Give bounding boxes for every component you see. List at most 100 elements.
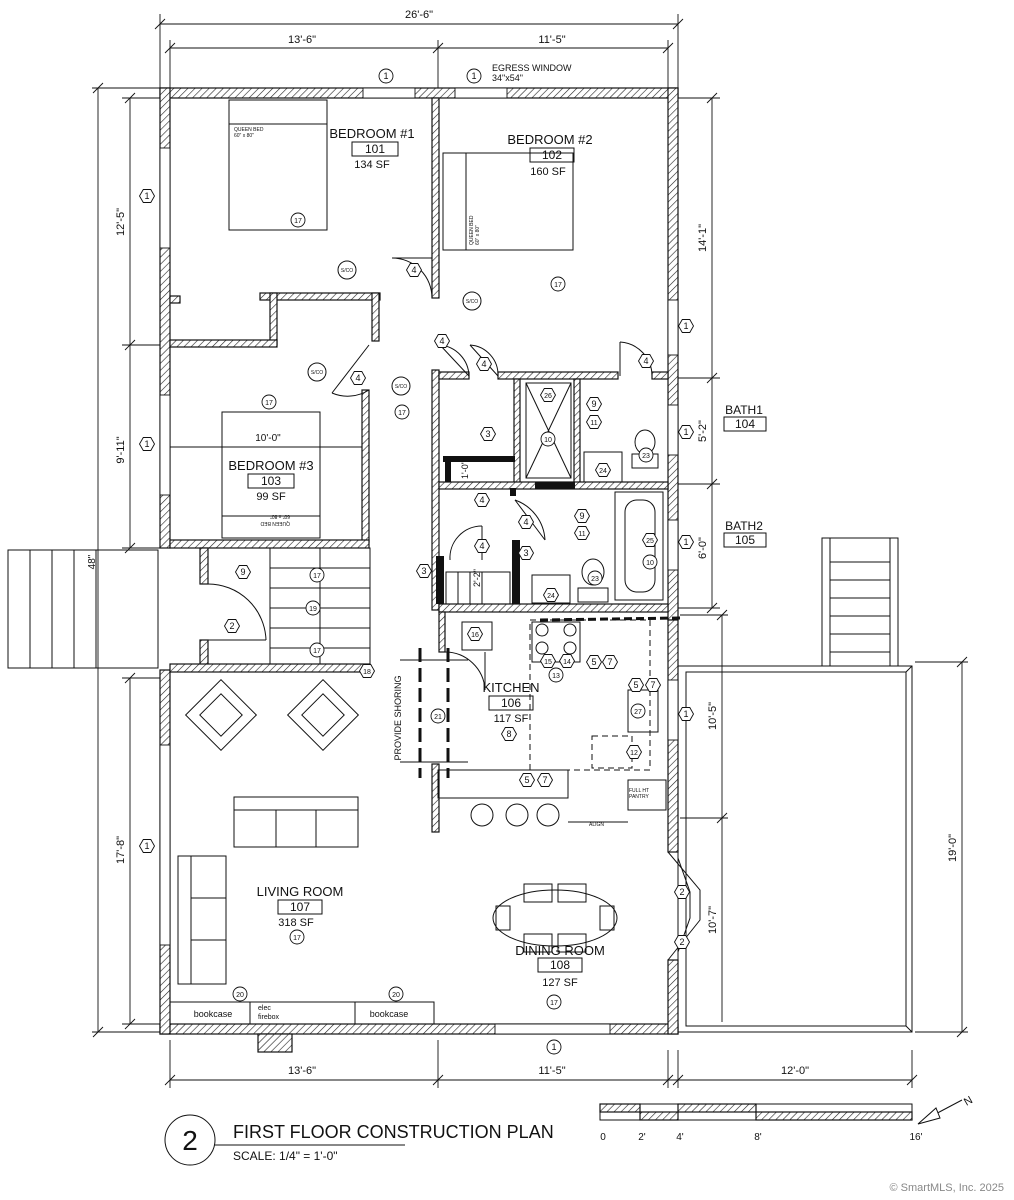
keynote-marker: [573, 526, 591, 540]
dim-bath2-height: 6'-0": [697, 537, 709, 559]
keynote-marker: [517, 546, 535, 560]
smoke-detector: S/CO: [341, 268, 353, 274]
keynote-marker-label: 16: [471, 632, 479, 639]
keynote-marker-label: 5: [591, 657, 596, 667]
bed-size-3: 60" x 80": [270, 513, 290, 519]
keynote-marker: [234, 565, 252, 579]
scale-label-4: 4': [676, 1132, 684, 1143]
keynote-marker: [475, 357, 493, 371]
keynote-marker: [517, 515, 535, 529]
keynote-marker-label: 18: [363, 669, 371, 676]
keynote-marker: [637, 354, 655, 368]
keynote-marker-label: 1: [683, 537, 688, 547]
keynote-marker: [587, 570, 603, 586]
keynote-marker: [138, 839, 156, 853]
scale-label-16: 16': [909, 1132, 922, 1143]
bed-size-1: 60" x 80": [234, 133, 254, 139]
keynote-marker: [388, 986, 404, 1002]
dim-top-left: 13'-6": [288, 34, 316, 46]
title-block: 2 FIRST FLOOR CONSTRUCTION PLAN SCALE: 1…: [164, 1114, 554, 1166]
room-bath-1: BATH1 104: [723, 403, 767, 432]
keynote-marker-label: 23: [642, 453, 650, 460]
smoke-detector: S/CO: [395, 384, 407, 390]
keynote-marker-label: 3: [421, 566, 426, 576]
room-name: BATH2: [725, 519, 763, 533]
room-number: 107: [290, 900, 310, 914]
room-name: BATH1: [725, 403, 763, 417]
room-bedroom-2: BEDROOM #2 102 160 SF: [507, 132, 592, 178]
keynote-marker-label: 9: [240, 567, 245, 577]
dim-left-lower: 17'-8": [115, 836, 127, 864]
align-note: ALIGN: [589, 822, 604, 828]
plan-notes: EGRESS WINDOW 34"x54" QUEEN BED 60" x 80…: [170, 63, 649, 1021]
pantry-note: FULL HT: [629, 788, 649, 794]
keynote-marker-label: 24: [547, 593, 555, 600]
provide-shoring-note: PROVIDE SHORING: [393, 675, 403, 760]
dim-left-upper: 12'-5": [115, 208, 127, 236]
keynote-marker-label: 7: [650, 680, 655, 690]
keynote-marker-label: 1: [551, 1042, 556, 1052]
dim-top-right: 11'-5": [538, 34, 565, 46]
keynote-marker: [358, 664, 376, 678]
bed-size-2: 60" x 80": [475, 225, 481, 245]
room-bath-2: BATH2 105: [723, 519, 767, 548]
exterior-decks: [7, 537, 913, 1033]
drawing-scale: SCALE: 1/4" = 1'-0": [233, 1149, 338, 1163]
keynote-marker-label: 21: [434, 714, 442, 721]
keynote-marker-label: 4: [439, 336, 444, 346]
keynote-marker: [223, 619, 241, 633]
bed-label-1: QUEEN BED: [234, 127, 264, 133]
keynote-marker-label: 17: [294, 218, 302, 225]
bookcase-left: bookcase: [194, 1009, 233, 1019]
keynote-marker: [473, 539, 491, 553]
keynote-marker: [540, 431, 556, 447]
keynote-marker: [573, 509, 591, 523]
keynote-marker-label: 20: [392, 992, 400, 999]
room-number: 102: [542, 148, 562, 162]
keynote-marker-label: 4: [643, 356, 648, 366]
keynote-marker: [644, 678, 662, 692]
north-arrow: N: [917, 1094, 975, 1125]
keynote-marker: [677, 319, 695, 333]
dim-overall-width: 26'-6": [405, 9, 433, 21]
interior-walls: [169, 97, 669, 1025]
room-number: 105: [735, 533, 755, 547]
dim-deck-height: 19'-0": [947, 834, 959, 862]
keynote-marker: [138, 189, 156, 203]
keynote-marker: [594, 463, 612, 477]
keynote-marker: [479, 427, 497, 441]
keynote-marker: [542, 588, 560, 602]
smoke-detector: S/CO: [466, 299, 478, 305]
dimension-lines: [92, 14, 968, 1088]
keynote-marker-label: 8: [506, 729, 511, 739]
bookcase-right: bookcase: [370, 1009, 409, 1019]
keynote-marker-label: 4: [479, 541, 484, 551]
keynote-marker-label: 13: [552, 673, 560, 680]
keynote-marker: [546, 994, 562, 1010]
keynote-marker-label: 1: [683, 321, 688, 331]
keynote-marker-label: 9: [591, 399, 596, 409]
keynote-marker-label: 11: [590, 420, 597, 427]
keynote-marker: [309, 642, 325, 658]
fireplace-note-2: firebox: [258, 1014, 280, 1021]
keynote-marker: [261, 394, 277, 410]
keynote-marker-label: 11: [578, 531, 585, 538]
room-name: BEDROOM #1: [329, 126, 414, 141]
keynote-marker: [518, 773, 536, 787]
keynote-marker-label: 20: [236, 992, 244, 999]
drawing-number: 2: [182, 1125, 198, 1156]
keynote-marker: [585, 415, 603, 429]
keynote-marker: [500, 727, 518, 741]
keynote-marker-label: 27: [634, 709, 642, 716]
dim-kitchen-height: 10'-5": [707, 702, 719, 730]
keynote-marker-label: 4: [479, 495, 484, 505]
room-kitchen: KITCHEN 106 117 SF: [482, 680, 539, 725]
keynote-marker-label: 1: [683, 427, 688, 437]
keynote-marker: [473, 493, 491, 507]
keynote-marker: [677, 707, 695, 721]
keynote-marker-label: 4: [523, 517, 528, 527]
room-name: LIVING ROOM: [257, 884, 344, 899]
keynote-marker-label: 17: [550, 1000, 558, 1007]
room-area: 99 SF: [256, 491, 286, 503]
keynote-marker-label: 17: [398, 410, 406, 417]
